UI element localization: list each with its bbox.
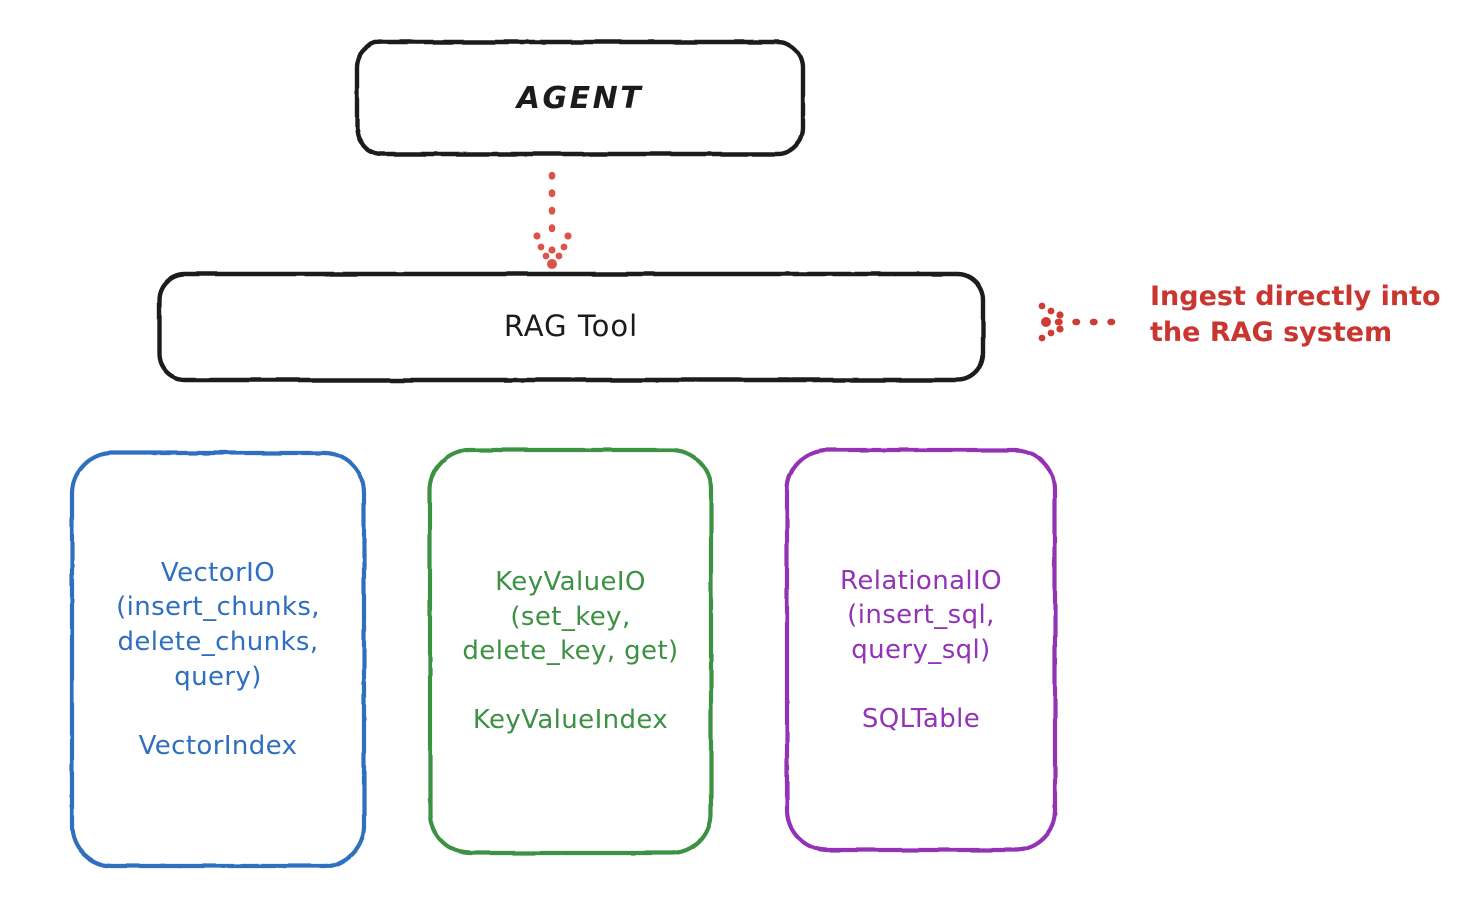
agent-node-label: AGENT [516, 80, 644, 116]
ingest-annotation-label: Ingest directly into the RAG system [1150, 281, 1441, 349]
vector-io-node[interactable]: VectorIO (insert_chunks, delete_chunks, … [70, 451, 366, 868]
rag-tool-node[interactable]: RAG Tool [157, 272, 985, 382]
agent-box-outline [354, 39, 806, 157]
rag-tool-box-outline [156, 271, 986, 383]
connector-agent-to-rag-tool [533, 171, 572, 269]
relational-io-node[interactable]: RelationalIO (insert_sql, query_sql) SQL… [785, 448, 1057, 852]
key-value-io-box-outline [427, 447, 714, 856]
vector-io-node-label: VectorIO (insert_chunks, delete_chunks, … [116, 557, 320, 761]
key-value-io-node[interactable]: KeyValueIO (set_key, delete_key, get) Ke… [428, 448, 713, 855]
vector-io-box-outline [69, 450, 367, 869]
connector-ingest-to-rag-tool [1038, 302, 1132, 342]
relational-io-node-label: RelationalIO (insert_sql, query_sql) SQL… [840, 565, 1002, 734]
relational-io-box-outline [784, 447, 1058, 853]
key-value-io-node-label: KeyValueIO (set_key, delete_key, get) Ke… [462, 567, 679, 736]
agent-node[interactable]: AGENT [355, 40, 805, 156]
rag-tool-node-label: RAG Tool [503, 309, 639, 344]
